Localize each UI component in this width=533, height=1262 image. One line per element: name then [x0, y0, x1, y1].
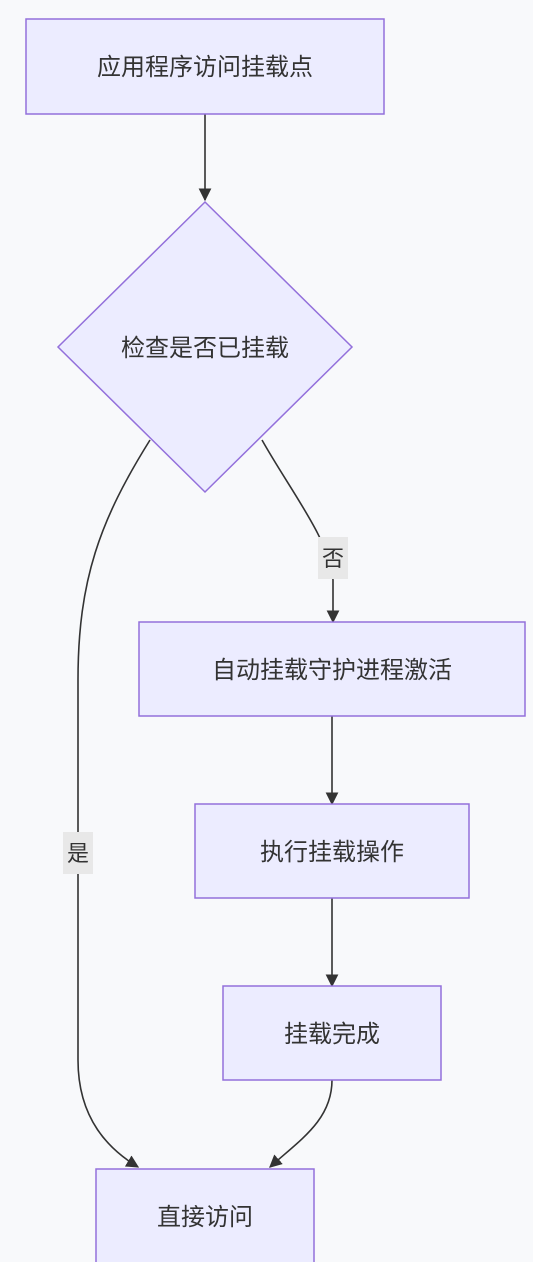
node-mount-complete: 挂载完成 — [222, 985, 442, 1081]
node-direct-access: 直接访问 — [95, 1168, 315, 1262]
node-automount-daemon-label: 自动挂载守护进程激活 — [212, 656, 452, 684]
node-check-mounted: 检查是否已挂载 — [56, 200, 354, 494]
node-access-mount-point-label: 应用程序访问挂载点 — [97, 53, 313, 81]
edge-label-no: 否 — [318, 537, 348, 579]
node-execute-mount-label: 执行挂载操作 — [260, 838, 404, 866]
node-check-mounted-label: 检查是否已挂载 — [121, 334, 289, 362]
edge-check-to-daemon — [261, 439, 340, 624]
edge-complete-to-direct — [269, 1079, 333, 1168]
node-direct-access-label: 直接访问 — [157, 1203, 253, 1231]
node-execute-mount: 执行挂载操作 — [194, 803, 470, 899]
node-automount-daemon: 自动挂载守护进程激活 — [138, 621, 526, 717]
edge-label-yes-text: 是 — [67, 842, 89, 867]
edge-check-to-direct — [77, 439, 151, 1168]
node-mount-complete-label: 挂载完成 — [284, 1020, 380, 1048]
node-access-mount-point: 应用程序访问挂载点 — [25, 18, 385, 115]
edge-label-no-text: 否 — [322, 547, 344, 572]
edge-label-yes: 是 — [63, 832, 93, 874]
